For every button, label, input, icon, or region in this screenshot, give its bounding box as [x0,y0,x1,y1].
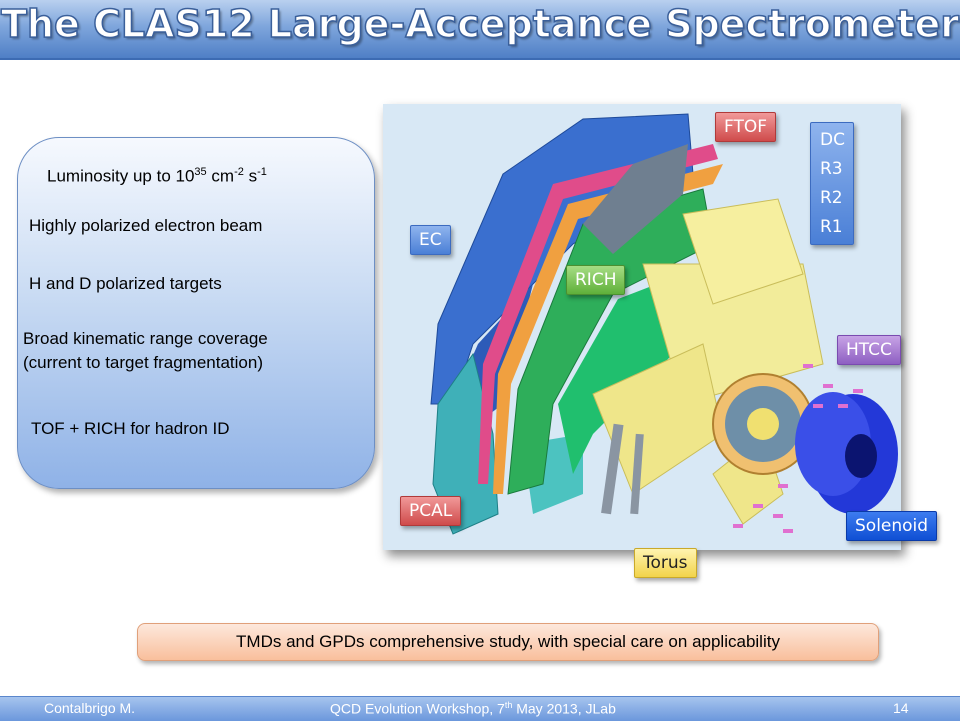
forward-tagger-elements [733,364,863,533]
torus-coil-3 [682,198,804,305]
detector-drawing [430,113,898,535]
label-ec: EC [410,225,451,255]
label-torus: Torus [634,548,697,578]
strut-2 [630,433,644,515]
feature-luminosity: Luminosity up to 1035 cm-2 s-1 [47,166,267,186]
feature-kinematic-1: Broad kinematic range coverage [23,329,268,348]
strut-1 [601,423,624,515]
solenoid-bore [845,434,877,478]
footer-bar: Contalbrigo M. QCD Evolution Workshop, 7… [0,696,960,721]
label-ftof: FTOF [715,112,777,142]
footer-author: Contalbrigo M. [44,700,136,716]
feature-hadron-id: TOF + RICH for hadron ID [31,419,230,438]
dc-region2 [558,274,683,474]
slide-title: The CLAS12 Large-Acceptance Spectrometer [0,1,960,47]
feature-kinematic-2: (current to target fragmentation) [23,353,264,372]
label-htcc: HTCC [837,335,901,365]
ftof-layer-2 [493,164,723,494]
label-dc-r3: R3 [820,159,843,179]
feature-targets: H and D polarized targets [29,274,222,293]
feature-beam: Highly polarized electron beam [29,216,263,235]
label-rich: RICH [566,265,626,295]
label-pcal: PCAL [400,496,462,526]
features-panel: Luminosity up to 1035 cm-2 s-1 Highly po… [17,137,375,489]
label-dc-title: DC [820,130,845,150]
label-dc-r2: R2 [820,188,843,208]
summary-box: TMDs and GPDs comprehensive study, with … [137,623,879,661]
ftof-layer [478,144,718,484]
label-solenoid: Solenoid [846,511,938,541]
footer-event: QCD Evolution Workshop, 7th May 2013, JL… [330,700,616,717]
label-dc: DC R3 R2 R1 [810,122,854,245]
inner-support [583,144,688,254]
label-dc-r1: R1 [820,217,843,237]
footer-page-number: 14 [893,700,909,716]
htcc-center [747,408,779,440]
title-bar [0,0,960,60]
